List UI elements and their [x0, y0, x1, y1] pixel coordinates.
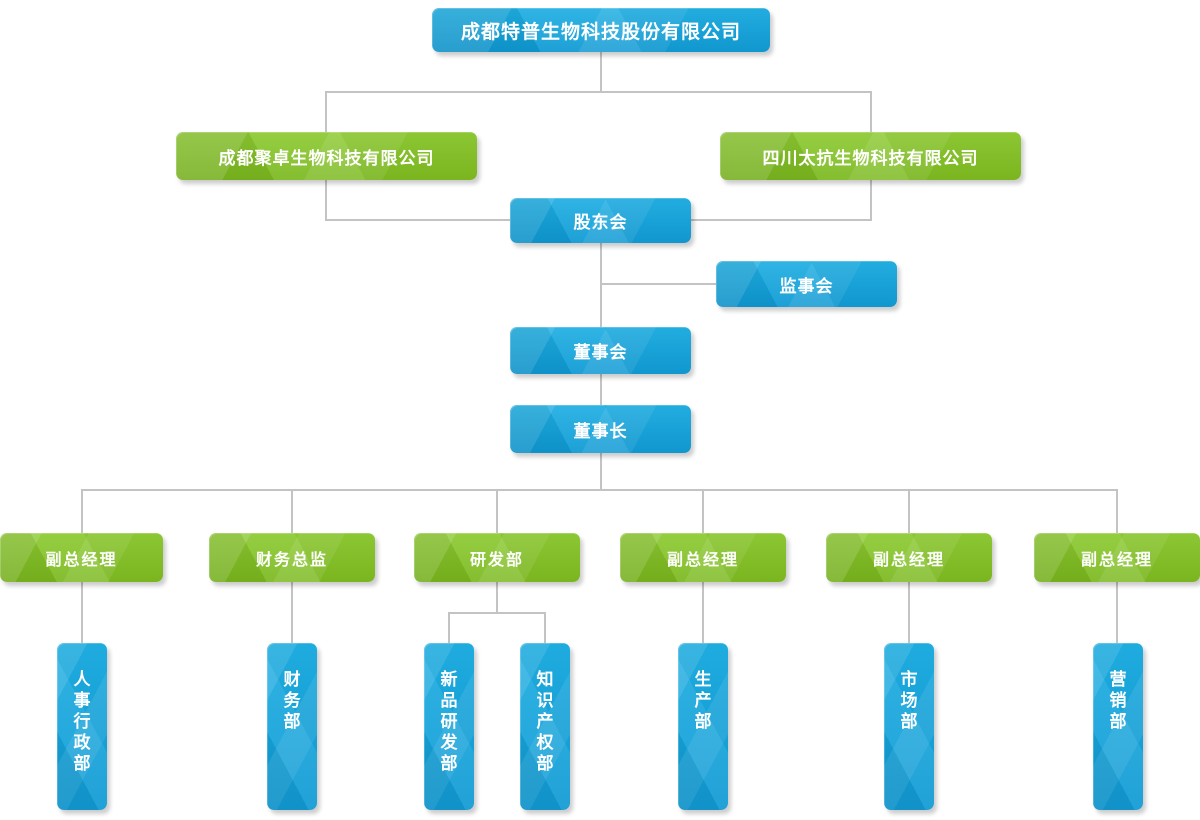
connector-drop-col5 — [908, 489, 910, 534]
node-subsidiary-right: 四川太抗生物科技有限公司 — [720, 132, 1021, 180]
connector-to-subsidiary-left — [325, 91, 327, 132]
node-market-dept: 市场部 — [884, 643, 934, 810]
node-label: 成都聚卓生物科技有限公司 — [218, 148, 435, 168]
connector-drop-col6 — [1116, 489, 1118, 534]
node-new-product-rd-dept: 新品研发部 — [424, 643, 474, 810]
connector-to-subsidiary-right — [870, 91, 872, 132]
connector-subsidiary-right-down — [870, 180, 872, 221]
node-label: 财务部 — [283, 670, 301, 731]
node-shareholders-meeting: 股东会 — [510, 198, 691, 243]
node-label: 知识产权部 — [536, 670, 554, 773]
node-label: 新品研发部 — [440, 670, 458, 773]
node-rd-dept: 研发部 — [414, 533, 580, 582]
node-label: 监事会 — [779, 276, 834, 296]
connector-chairman-down — [600, 453, 602, 490]
node-board-of-directors: 董事会 — [510, 327, 691, 374]
node-production-dept: 生产部 — [678, 643, 728, 810]
node-label: 副总经理 — [666, 551, 739, 569]
connector-rd-bracket — [448, 612, 546, 614]
connector-col1-dept — [81, 582, 83, 644]
node-hr-admin-dept: 人事行政部 — [57, 643, 107, 810]
node-label: 生产部 — [694, 670, 712, 731]
connector-subsidiary-left-down — [325, 180, 327, 221]
node-root-company: 成都特普生物科技股份有限公司 — [432, 8, 770, 52]
connector-root-down — [600, 52, 602, 92]
node-deputy-gm-2: 副总经理 — [620, 533, 786, 582]
node-subsidiary-left: 成都聚卓生物科技有限公司 — [176, 132, 477, 180]
connector-col2-dept — [291, 582, 293, 644]
connector-shareholders-board — [600, 243, 602, 328]
node-label: 财务总监 — [255, 551, 328, 569]
node-label: 研发部 — [469, 551, 524, 569]
connector-left-to-shareholders — [325, 219, 512, 221]
node-label: 副总经理 — [872, 551, 945, 569]
node-label: 股东会 — [573, 213, 628, 232]
node-deputy-gm-1: 副总经理 — [0, 533, 163, 582]
node-deputy-gm-4: 副总经理 — [1034, 533, 1200, 582]
node-label: 董事长 — [573, 421, 628, 441]
connector-drop-col3 — [496, 489, 498, 534]
node-label: 人事行政部 — [73, 670, 91, 773]
connector-col4-dept — [702, 582, 704, 644]
connector-drop-col1 — [81, 489, 83, 534]
connector-subsidiaries-bracket — [325, 91, 872, 93]
connector-col5-dept — [908, 582, 910, 644]
connector-col6-dept — [1116, 582, 1118, 644]
connector-shareholders-to-right — [690, 219, 872, 221]
connector-board-chairman — [600, 374, 602, 406]
connector-rd-dept-right — [544, 612, 546, 644]
connector-drop-col2 — [291, 489, 293, 534]
connector-drop-col4 — [702, 489, 704, 534]
node-supervisory-board: 监事会 — [716, 261, 897, 307]
node-label: 营销部 — [1109, 670, 1127, 731]
node-chairman: 董事长 — [510, 405, 691, 453]
node-label: 市场部 — [900, 670, 918, 731]
node-cfo: 财务总监 — [209, 533, 375, 582]
node-label: 副总经理 — [1080, 551, 1153, 569]
node-label: 副总经理 — [45, 551, 118, 569]
connector-management-bracket — [81, 489, 1118, 491]
node-label: 四川太抗生物科技有限公司 — [762, 148, 979, 168]
node-label: 董事会 — [573, 343, 628, 362]
node-sales-dept: 营销部 — [1093, 643, 1143, 810]
connector-rd-down — [496, 582, 498, 613]
node-deputy-gm-3: 副总经理 — [826, 533, 992, 582]
node-label: 成都特普生物科技股份有限公司 — [460, 21, 741, 43]
connector-rd-dept-left — [448, 612, 450, 644]
node-finance-dept: 财务部 — [267, 643, 317, 810]
connector-to-supervisory — [601, 283, 716, 285]
node-ip-dept: 知识产权部 — [520, 643, 570, 810]
